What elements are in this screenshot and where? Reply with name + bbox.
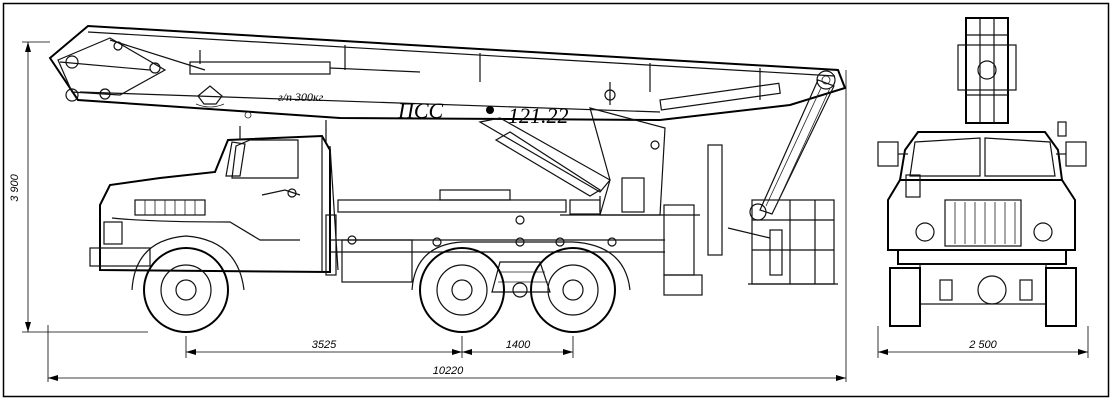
rear-wheel-2 [530,247,616,333]
truck-cab [89,120,331,274]
dimension-lines [22,41,1089,382]
model-name-label: ПСС [397,98,444,123]
height-dimension-label: 3 900 [9,173,21,201]
capacity-label: г/п 300кг [278,90,324,104]
boom [48,24,847,122]
chassis [325,145,665,298]
overall-length-dimension-label: 10220 [433,365,464,377]
front-wheel [131,235,245,333]
wheelbase-front-dimension-label: 3525 [312,339,337,351]
front-view [877,17,1087,327]
width-dimension-label: 2 500 [968,339,997,351]
turntable [560,144,723,296]
side-view: г/п 300кг ПСС 121.22 [48,24,847,333]
wheelbase-rear-dimension-label: 1400 [506,339,531,351]
model-number-label: 121.22 [508,103,569,128]
rear-wheel-1 [419,247,505,333]
aerial-platform [727,79,838,285]
